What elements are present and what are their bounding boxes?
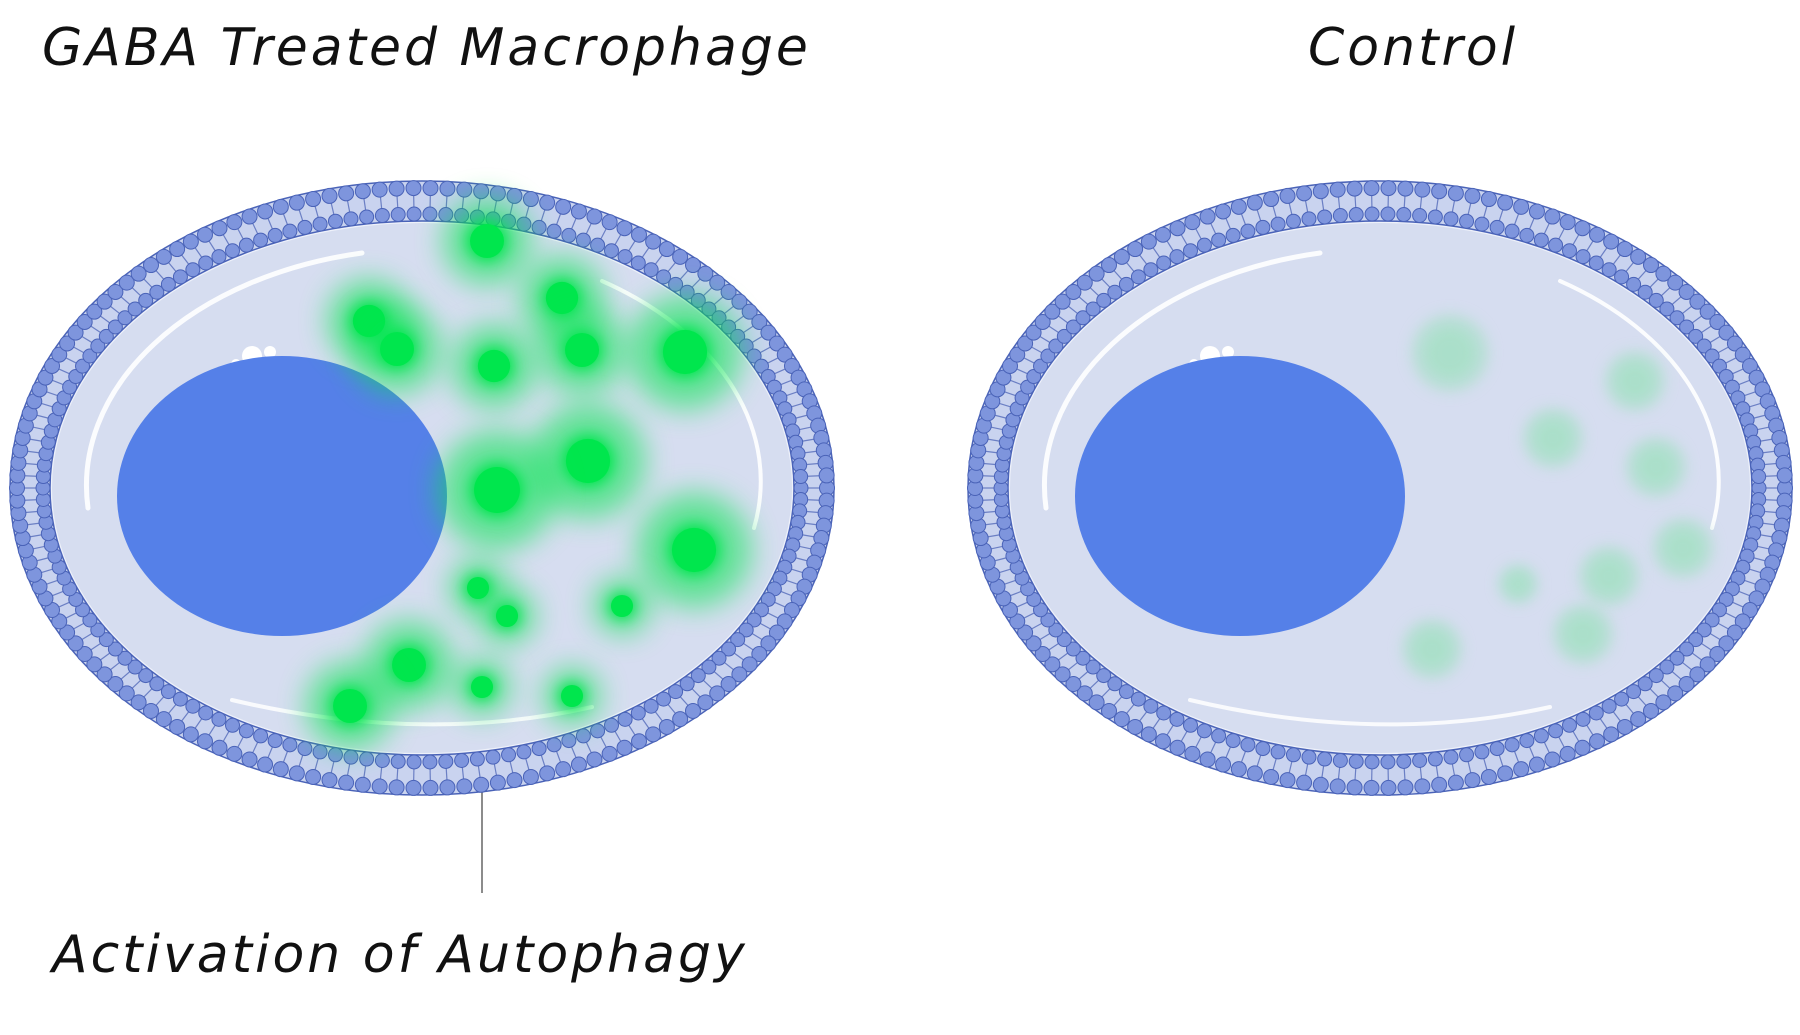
autophagosome-dot-icon: [392, 648, 426, 682]
autophagosome-dot-icon: [545, 281, 579, 315]
autophagosome-dot-icon: [560, 684, 584, 708]
phospholipid-bilayer-icon: [967, 180, 1793, 796]
autophagosome-dot-icon: [466, 576, 490, 600]
nucleus-icon: [1075, 356, 1405, 636]
autophagosome-dot-icon: [610, 594, 634, 618]
treated-panel-title: GABA Treated Macrophage: [42, 18, 811, 78]
highlight-dot: [264, 346, 276, 358]
autophagosome-dot-icon: [671, 527, 717, 573]
treated-macrophage-cell: [9, 180, 835, 796]
lipid-tails: [24, 195, 820, 781]
autophagosome-dot-icon: [477, 349, 511, 383]
autophagosome-dot-icon: [495, 604, 519, 628]
autophagosome-dot-icon: [1505, 571, 1531, 597]
autophagosome-dot-icon: [474, 467, 520, 513]
autophagosome-dot-icon: [1424, 327, 1476, 379]
autophagosome-dot-icon: [1615, 361, 1655, 401]
autophagosome-dot-icon: [380, 332, 414, 366]
autophagosome-dot-icon: [470, 224, 504, 258]
autophagosome-dot-icon: [565, 438, 611, 484]
highlight-reflection-icon: [83, 250, 365, 511]
autophagosome-dot-icon: [1563, 614, 1603, 654]
autophagosome-dot-icon: [1533, 418, 1573, 458]
control-panel-title: Control: [1308, 18, 1519, 78]
highlight-dot: [1222, 346, 1234, 358]
autophagosome-dot-icon: [470, 675, 494, 699]
highlight-reflection-icon: [230, 698, 594, 727]
autophagosome-dot-icon: [1589, 556, 1629, 596]
phospholipid-bilayer-icon: [9, 180, 835, 796]
autophagosome-dot-icon: [1412, 629, 1452, 669]
highlight-reflection-icon: [1188, 698, 1552, 727]
highlight-reflection-icon: [600, 279, 763, 530]
autophagy-annotation-label: Activation of Autophagy: [52, 925, 748, 985]
autophagosome-dot-icon: [1636, 447, 1676, 487]
control-macrophage-cell: [967, 180, 1793, 796]
autophagosome-dot-icon: [565, 333, 599, 367]
autophagosome-dot-icon: [333, 689, 367, 723]
autophagosome-dot-icon: [662, 329, 708, 375]
highlight-reflection-icon: [1558, 279, 1721, 530]
lipid-tails: [982, 195, 1778, 781]
nucleus-icon: [117, 356, 447, 636]
autophagosome-dot-icon: [1663, 528, 1703, 568]
highlight-reflection-icon: [1041, 250, 1323, 511]
